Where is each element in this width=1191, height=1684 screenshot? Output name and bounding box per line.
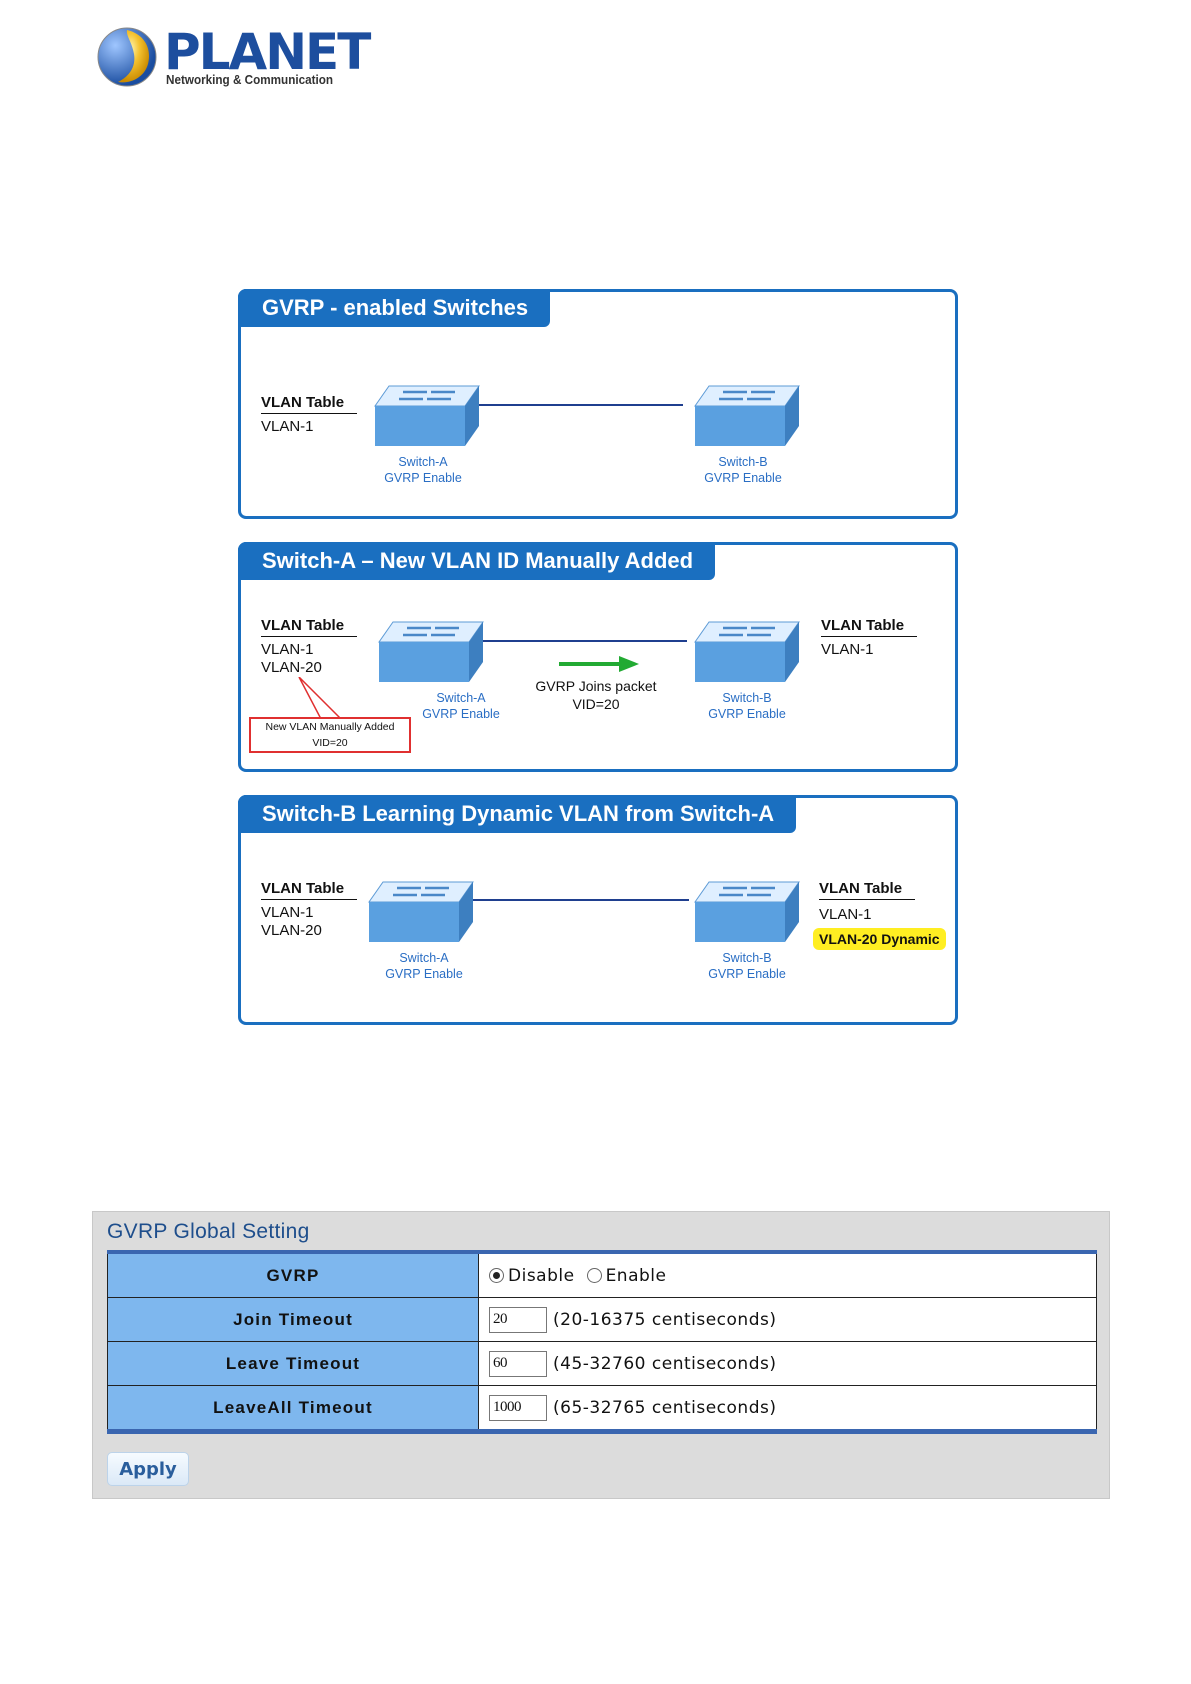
settings-table: GVRP Disable Enable Join Timeout (20-163… (107, 1250, 1097, 1434)
switch-a-label: Switch-A GVRP Enable (369, 950, 479, 982)
join-timeout-label: Join Timeout (107, 1298, 479, 1341)
switch-status: GVRP Enable (422, 707, 500, 721)
leave-timeout-label: Leave Timeout (107, 1342, 479, 1385)
switch-icon (368, 881, 474, 942)
switch-name: Switch-A (398, 455, 448, 469)
leave-timeout-cell: (45-32760 centiseconds) (479, 1342, 1097, 1385)
vlan-table-item: VLAN-1 (819, 906, 872, 923)
leave-timeout-input[interactable] (489, 1350, 547, 1377)
switch-b-label: Switch-B GVRP Enable (688, 454, 798, 486)
packet-line: GVRP Joins packet (535, 678, 657, 694)
vlan-table-heading: VLAN Table (261, 880, 357, 900)
vlan-table-heading: VLAN Table (261, 394, 357, 414)
table-row: Join Timeout (20-16375 centiseconds) (107, 1298, 1097, 1342)
gvrp-label: GVRP (107, 1254, 479, 1297)
vlan-table-item: VLAN-20 (261, 659, 322, 676)
vlan-table-heading: VLAN Table (819, 880, 915, 900)
vlan-table-heading: VLAN Table (821, 617, 917, 637)
network-link (459, 899, 689, 901)
switch-b-label: Switch-B GVRP Enable (692, 950, 802, 982)
gvrp-enable-label[interactable]: Enable (605, 1265, 667, 1286)
leaveall-timeout-input[interactable] (489, 1394, 547, 1421)
switch-icon (378, 621, 484, 682)
switch-name: Switch-B (718, 455, 768, 469)
manual-add-callout: New VLAN Manually Added VID=20 (249, 717, 411, 753)
panel-title: Switch-B Learning Dynamic VLAN from Swit… (238, 795, 797, 833)
join-timeout-input[interactable] (489, 1306, 547, 1333)
page-title: GVRP Global Setting (107, 1220, 310, 1243)
switch-a-label: Switch-A GVRP Enable (406, 690, 516, 722)
arrow-right-icon (559, 656, 639, 672)
switch-icon (374, 385, 480, 446)
planet-logo: PLANET Networking & Communication (96, 24, 371, 94)
network-link (463, 404, 683, 406)
leaveall-timeout-cell: (65-32765 centiseconds) (479, 1386, 1097, 1429)
join-timeout-range: (20-16375 centiseconds) (553, 1309, 777, 1330)
leaveall-timeout-range: (65-32765 centiseconds) (553, 1397, 777, 1418)
table-row: LeaveAll Timeout (65-32765 centiseconds) (107, 1386, 1097, 1429)
diagram-panel-manual-add: Switch-A – New VLAN ID Manually Added VL… (238, 542, 958, 772)
switch-status: GVRP Enable (704, 471, 782, 485)
vlan-table-heading: VLAN Table (261, 617, 357, 637)
diagram-panel-gvrp-enabled: GVRP - enabled Switches VLAN Table VLAN-… (238, 289, 958, 519)
callout-line: New VLAN Manually Added (265, 721, 395, 733)
switch-status: GVRP Enable (708, 707, 786, 721)
switch-name: Switch-A (399, 951, 449, 965)
gvrp-global-setting-panel: GVRP Global Setting GVRP Disable Enable … (92, 1211, 1110, 1499)
gvrp-radio-group: Disable Enable (479, 1254, 1097, 1297)
gvrp-disable-label[interactable]: Disable (508, 1265, 575, 1286)
apply-button[interactable]: Apply (107, 1452, 189, 1486)
join-timeout-cell: (20-16375 centiseconds) (479, 1298, 1097, 1341)
gvrp-enable-radio[interactable] (586, 1268, 602, 1283)
vlan-table-item: VLAN-1 (821, 641, 874, 658)
table-row: Leave Timeout (45-32760 centiseconds) (107, 1342, 1097, 1386)
network-link (467, 640, 687, 642)
diagram-panel-dynamic-learning: Switch-B Learning Dynamic VLAN from Swit… (238, 795, 958, 1025)
switch-status: GVRP Enable (708, 967, 786, 981)
callout-pointer (298, 677, 343, 720)
packet-label: GVRP Joins packet VID=20 (521, 677, 671, 713)
switch-status: GVRP Enable (385, 967, 463, 981)
switch-status: GVRP Enable (384, 471, 462, 485)
switch-b-label: Switch-B GVRP Enable (692, 690, 802, 722)
leaveall-timeout-label: LeaveAll Timeout (107, 1386, 479, 1429)
switch-name: Switch-B (722, 951, 772, 965)
vlan-table-item: VLAN-1 (261, 418, 314, 435)
table-row: GVRP Disable Enable (107, 1254, 1097, 1298)
vlan-table-item: VLAN-1 (261, 904, 314, 921)
switch-a-label: Switch-A GVRP Enable (368, 454, 478, 486)
vlan-table-item: VLAN-20 (261, 922, 322, 939)
panel-title: GVRP - enabled Switches (238, 289, 551, 327)
switch-icon (694, 621, 800, 682)
brand-tagline: Networking & Communication (166, 72, 334, 87)
callout-line: VID=20 (312, 737, 348, 749)
globe-icon (97, 27, 157, 87)
vlan-table-item: VLAN-1 (261, 641, 314, 658)
leave-timeout-range: (45-32760 centiseconds) (553, 1353, 777, 1374)
packet-line: VID=20 (572, 696, 620, 712)
panel-title: Switch-A – New VLAN ID Manually Added (238, 542, 716, 580)
switch-icon (694, 385, 800, 446)
switch-icon (694, 881, 800, 942)
dynamic-vlan-badge: VLAN-20 Dynamic (813, 928, 946, 950)
switch-name: Switch-B (722, 691, 772, 705)
switch-name: Switch-A (436, 691, 486, 705)
gvrp-disable-radio[interactable] (489, 1268, 504, 1283)
brand-name: PLANET (164, 23, 371, 81)
